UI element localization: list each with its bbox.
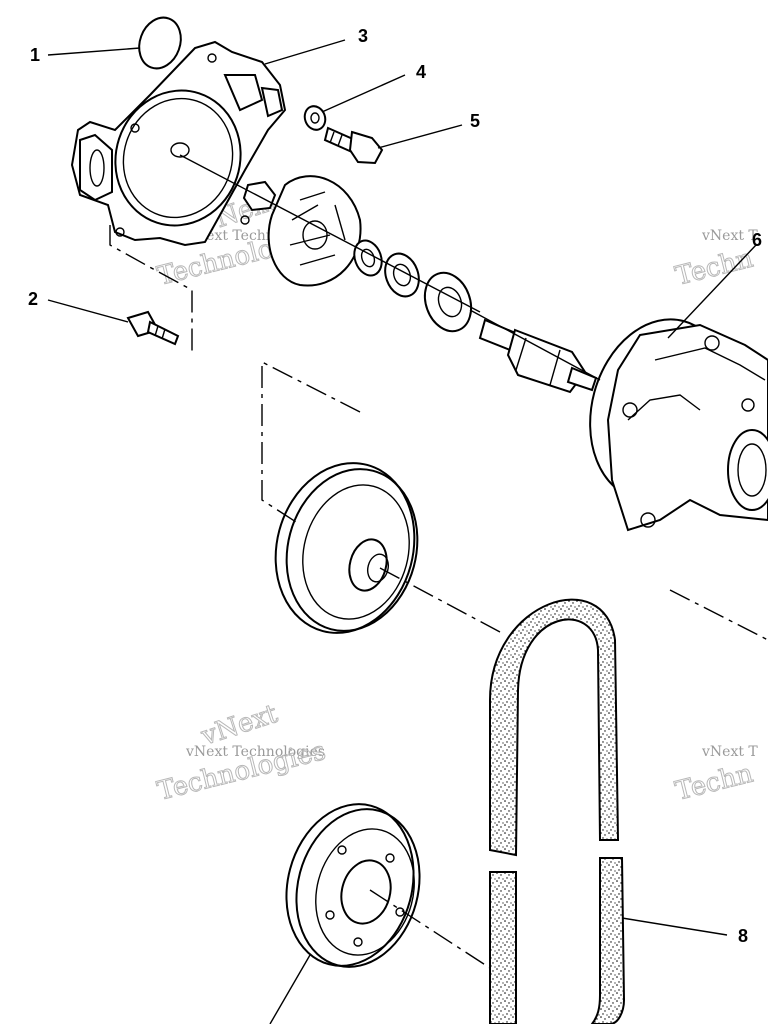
lower-pulley-part: [285, 803, 421, 968]
pump-housing-part: [589, 318, 768, 532]
leader-lines: [47, 39, 757, 1024]
svg-text:Techn: Techn: [672, 244, 756, 292]
svg-text:Techn: Techn: [672, 759, 756, 807]
pump-shaft-part: [478, 318, 598, 394]
callout-2: 2: [28, 289, 38, 309]
watermark-right-bottom: vNext T Techn: [672, 744, 758, 807]
callout-4: 4: [416, 62, 426, 82]
callout-6: 6: [752, 230, 762, 250]
callout-5: 5: [470, 111, 480, 131]
upper-pulley-part: [274, 462, 419, 634]
svg-text:vNext T: vNext T: [701, 744, 758, 760]
callout-1: 1: [30, 45, 40, 65]
cap-screw-part: [126, 310, 180, 346]
svg-text:vNext T: vNext T: [701, 228, 758, 244]
washer-part: [303, 105, 327, 131]
o-ring-part: [138, 16, 182, 70]
seal-parts: [353, 239, 473, 333]
pump-cover-part: [70, 40, 287, 247]
callout-3: 3: [358, 26, 368, 46]
callout-8: 8: [738, 926, 748, 946]
assembly-lines: [109, 154, 768, 969]
watermark-left-bottom: vNext vNext Technologies Technologies: [154, 698, 329, 807]
watermark-right-top: vNext T Techn: [672, 228, 758, 292]
drive-belt-part: [489, 598, 626, 1024]
svg-text:vNext Technologies: vNext Technologies: [185, 744, 325, 760]
bolt-part: [323, 126, 384, 165]
